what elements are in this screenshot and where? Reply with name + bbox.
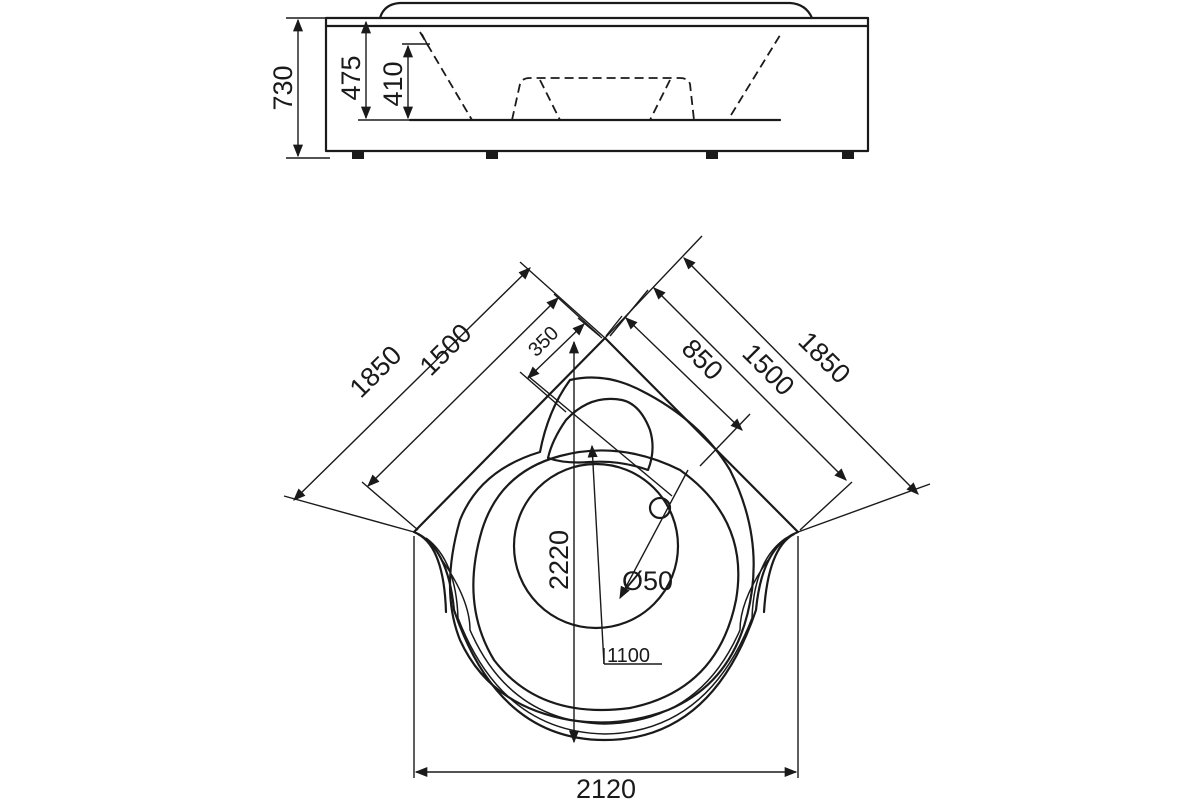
dim-label-height-inner: 410 [378, 61, 408, 106]
dim-label-right-offset: 850 [676, 333, 729, 386]
plan-body-outline [412, 336, 800, 742]
drain-icon [648, 496, 672, 520]
plan-outer-rim [425, 537, 787, 735]
dim-line-left-1850 [293, 267, 531, 501]
side-foot [842, 151, 854, 159]
dim-label-depth: 1100 [607, 645, 650, 667]
side-seat-outline [511, 77, 695, 121]
side-foot [486, 151, 498, 159]
dim-line-left-1500 [367, 297, 559, 487]
dim-line-left-350 [527, 323, 585, 379]
side-foot [352, 151, 364, 159]
dim-label-height-total: 730 [268, 65, 298, 110]
dim-label-width: 2120 [576, 774, 636, 800]
plan-bowl-outer [448, 376, 755, 724]
plan-bowl-inner [472, 449, 740, 712]
dim-label-height-rim: 475 [336, 55, 366, 100]
dim-line-1100 [587, 444, 605, 665]
plan-view: 1850 1500 350 1850 1500 850 Ø50 2220 [283, 235, 931, 800]
drain-leader [619, 469, 689, 600]
side-foot [706, 151, 718, 159]
side-view: 730 475 410 [268, 1, 870, 159]
dim-label-drain: Ø50 [622, 566, 673, 596]
dim-line-right-850 [625, 317, 743, 431]
dim-label-right-outer: 1850 [793, 326, 857, 390]
dim-label-right-inner: 1500 [737, 338, 801, 402]
dim-label-diagonal: 2220 [544, 530, 574, 590]
side-body-outline [324, 16, 870, 153]
dim-line-right-1850 [683, 257, 919, 495]
plan-inner-circle [512, 462, 680, 630]
side-top-rim [378, 1, 814, 20]
side-bowl-outline [419, 31, 783, 121]
dim-label-left-outer: 1850 [344, 340, 408, 404]
dim-line-right-1500 [653, 287, 847, 481]
dim-label-left-offset: 350 [524, 322, 563, 361]
